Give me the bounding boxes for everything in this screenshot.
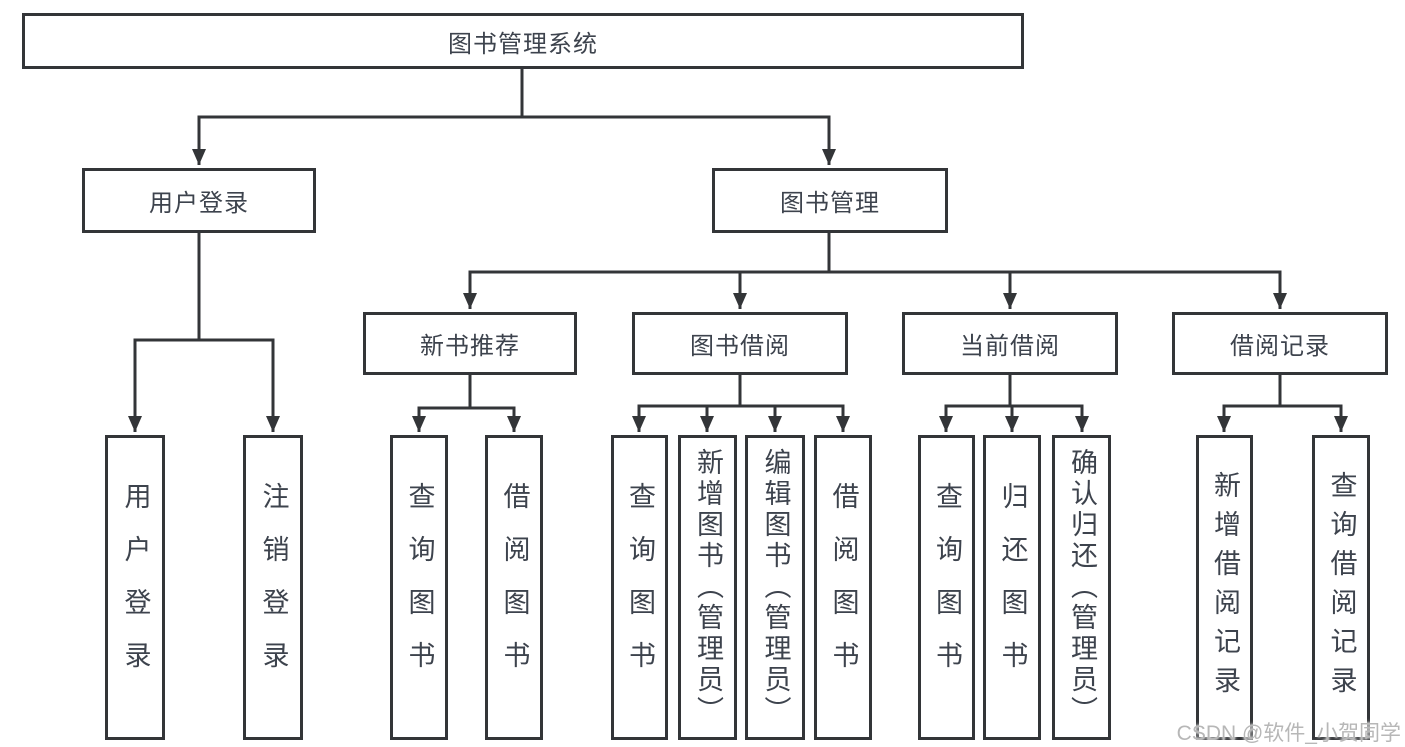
node-book-borrow: 图书借阅 [632, 312, 848, 375]
leaf-bb-query-books: 查询图书 [611, 435, 668, 740]
leaf-nbr-query-books-label: 查询图书 [404, 481, 435, 694]
leaf-cb-confirm-return-admin-label: 确认归还（管理员） [1067, 448, 1097, 727]
csdn-watermark: CSDN @软件_小贺同学 [1176, 722, 1401, 745]
leaf-user-login: 用户登录 [105, 435, 165, 740]
node-new-book-recommend-label: 新书推荐 [420, 333, 520, 360]
leaf-br-query-record: 查询借阅记录 [1312, 435, 1370, 740]
leaf-br-add-record: 新增借阅记录 [1196, 435, 1253, 740]
leaf-bb-add-books-admin-label: 新增图书（管理员） [693, 448, 723, 727]
leaf-cb-confirm-return-admin: 确认归还（管理员） [1052, 435, 1111, 740]
leaf-bb-query-books-label: 查询图书 [625, 481, 655, 694]
book-management-branch [463, 233, 1287, 309]
leaf-bb-edit-books-admin-label: 编辑图书（管理员） [760, 448, 791, 727]
leaf-user-login-label: 用户登录 [120, 481, 151, 694]
leaf-bb-edit-books-admin: 编辑图书（管理员） [745, 435, 805, 740]
leaf-cb-return-books-label: 归还图书 [997, 481, 1028, 694]
leaf-br-add-record-label: 新增借阅记录 [1210, 470, 1240, 705]
borrow-records-branch [1217, 375, 1348, 432]
node-root-label: 图书管理系统 [448, 30, 598, 58]
node-book-management-label: 图书管理 [780, 190, 880, 217]
node-borrow-records: 借阅记录 [1172, 312, 1388, 375]
leaf-logout-label: 注销登录 [258, 481, 289, 694]
leaf-cb-return-books: 归还图书 [983, 435, 1041, 740]
leaf-bb-borrow-books: 借阅图书 [814, 435, 872, 740]
user-login-branch [128, 233, 280, 432]
leaf-cb-query-books-label: 查询图书 [932, 481, 962, 694]
node-current-borrow-label: 当前借阅 [960, 333, 1060, 360]
leaf-logout: 注销登录 [243, 435, 303, 740]
node-user-login: 用户登录 [82, 168, 316, 233]
node-root: 图书管理系统 [22, 13, 1024, 69]
node-borrow-records-label: 借阅记录 [1230, 333, 1330, 360]
leaf-cb-query-books: 查询图书 [918, 435, 975, 740]
leaf-bb-add-books-admin: 新增图书（管理员） [678, 435, 737, 740]
leaf-nbr-borrow-books-label: 借阅图书 [499, 481, 530, 694]
new-book-rec-branch [412, 375, 521, 432]
current-borrow-branch [939, 375, 1089, 432]
node-book-borrow-label: 图书借阅 [690, 333, 790, 360]
node-new-book-recommend: 新书推荐 [363, 312, 577, 375]
leaf-bb-borrow-books-label: 借阅图书 [828, 481, 859, 694]
leaf-nbr-borrow-books: 借阅图书 [485, 435, 543, 740]
leaf-nbr-query-books: 查询图书 [390, 435, 448, 740]
leaf-br-query-record-label: 查询借阅记录 [1326, 470, 1357, 705]
root-branch [192, 69, 836, 165]
node-book-management: 图书管理 [712, 168, 948, 233]
node-current-borrow: 当前借阅 [902, 312, 1118, 375]
node-user-login-label: 用户登录 [149, 190, 249, 217]
book-borrow-branch [632, 375, 850, 432]
